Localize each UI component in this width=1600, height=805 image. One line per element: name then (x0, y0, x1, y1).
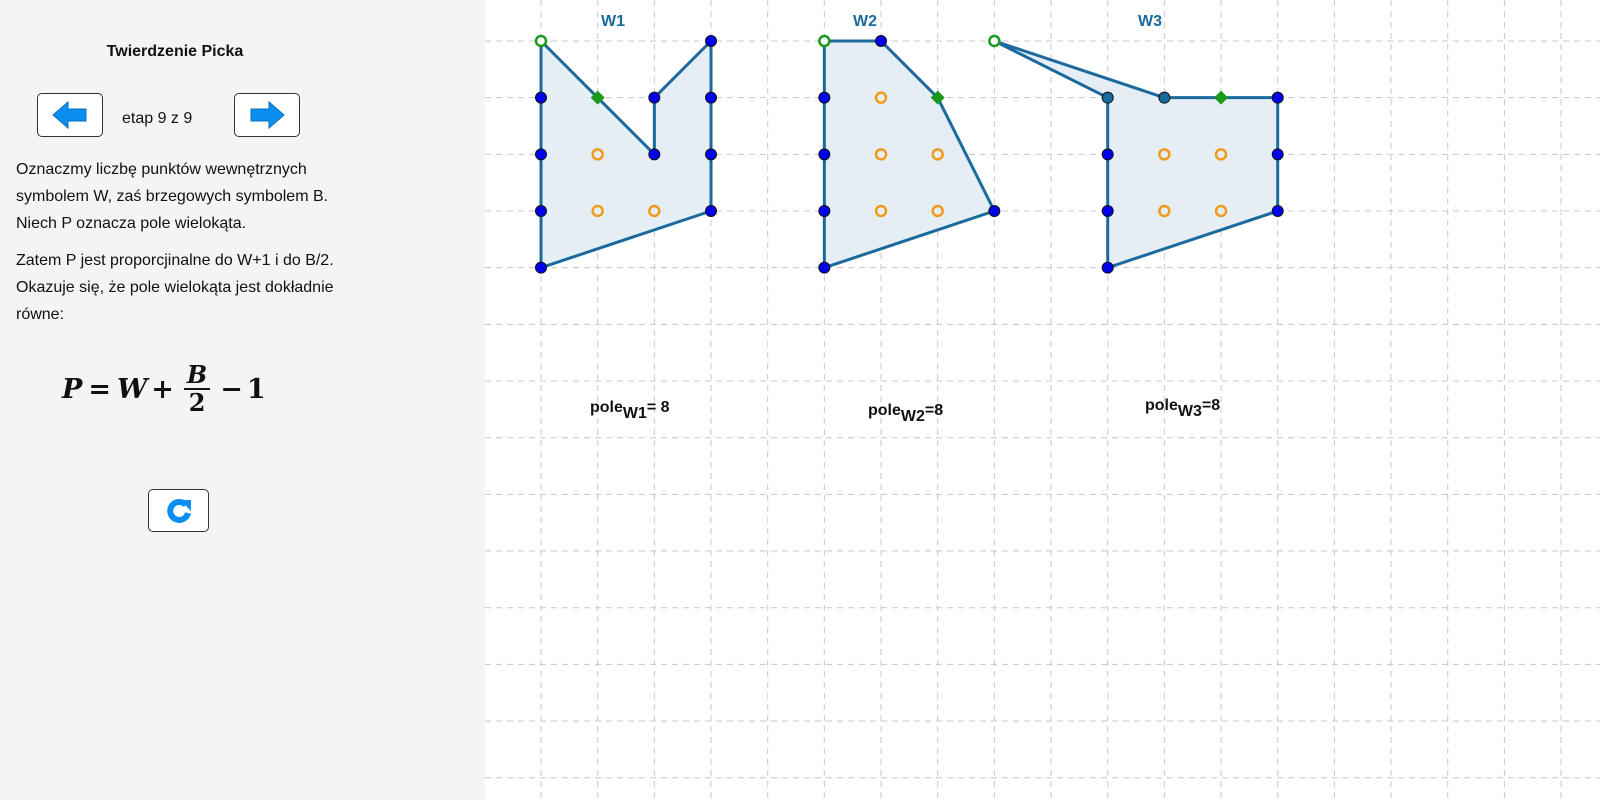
boundary-point[interactable] (1101, 148, 1114, 161)
formula-eq: = (88, 373, 111, 405)
boundary-point[interactable] (705, 205, 718, 218)
boundary-point[interactable] (818, 261, 831, 274)
boundary-point[interactable] (1101, 205, 1114, 218)
boundary-point[interactable] (705, 91, 718, 104)
formula-2: 2 (188, 388, 206, 417)
formula-minus: − (220, 373, 243, 405)
geometry-canvas[interactable]: W1 poleW1= 8 W2 poleW2=8 W3 poleW3=8 (485, 0, 1600, 800)
polygon-title[interactable]: W2 (853, 13, 877, 30)
boundary-point[interactable] (818, 205, 831, 218)
diamond-point[interactable] (930, 90, 945, 105)
boundary-point[interactable] (818, 91, 831, 104)
text-line: Okazuje się, że pole wielokąta jest dokł… (16, 279, 334, 296)
interior-point[interactable] (648, 204, 661, 218)
formula-b: B (183, 362, 211, 390)
boundary-point[interactable] (705, 148, 718, 161)
diamond-point[interactable] (590, 90, 605, 105)
boundary-point[interactable] (535, 148, 547, 161)
formula-w: W (116, 373, 148, 405)
text-line: symbolem W, zaś brzegowych symbolem B. (16, 188, 329, 205)
interior-point[interactable] (931, 148, 944, 161)
diamond-point[interactable] (1214, 90, 1229, 105)
interior-point[interactable] (874, 204, 888, 218)
interior-point[interactable] (874, 148, 888, 161)
boundary-point[interactable] (818, 148, 831, 161)
formula-one: 1 (246, 373, 266, 405)
stage-indicator: etap 9 z 9 (122, 110, 193, 127)
boundary-point[interactable] (1271, 205, 1284, 218)
boundary-point[interactable] (1271, 148, 1284, 161)
formula-plus: + (151, 373, 174, 405)
control-panel: Twierdzenie Picka etap 9 z 9 Oznaczmy li… (0, 0, 485, 800)
boundary-point[interactable] (875, 35, 888, 47)
text-line: równe: (16, 306, 65, 323)
interior-point[interactable] (874, 91, 888, 104)
interior-point[interactable] (931, 204, 944, 218)
arrow-right-icon (250, 100, 285, 130)
polygon-w1[interactable] (539, 39, 713, 270)
polygon-title[interactable]: W1 (601, 13, 625, 30)
page-title: Twierdzenie Picka (106, 43, 244, 60)
area-label: poleW1= 8 (590, 399, 670, 422)
reset-button[interactable] (148, 489, 209, 532)
interior-point[interactable] (1214, 204, 1228, 218)
arrow-left-icon (52, 100, 87, 130)
start-point[interactable] (818, 34, 831, 48)
boundary-point[interactable] (1101, 91, 1114, 104)
area-label: poleW2=8 (868, 402, 943, 425)
polygon-w2[interactable] (822, 39, 996, 270)
boundary-point[interactable] (988, 205, 1001, 218)
area-label: poleW3=8 (1145, 397, 1220, 420)
boundary-point[interactable] (705, 35, 718, 47)
pick-formula: P = W + B 2 − 1 (62, 362, 266, 416)
next-step-button[interactable] (234, 93, 300, 137)
text-line: Oznaczmy liczbę punktów wewnętrznych (16, 161, 307, 178)
boundary-point[interactable] (1271, 91, 1284, 104)
grid-canvas[interactable]: W1 poleW1= 8 W2 poleW2=8 W3 poleW3=8 (485, 0, 1600, 800)
prev-step-button[interactable] (37, 93, 103, 137)
text-line: Zatem P jest proporcjinalne do W+1 i do … (16, 252, 334, 269)
interior-point[interactable] (591, 204, 604, 218)
start-point[interactable] (534, 34, 548, 48)
boundary-point[interactable] (535, 91, 547, 104)
interior-point[interactable] (591, 148, 604, 161)
text-line: Niech P oznacza pole wielokąta. (16, 215, 247, 232)
interior-point[interactable] (1158, 204, 1171, 218)
boundary-point[interactable] (535, 205, 547, 218)
polygon-title[interactable]: W3 (1138, 13, 1162, 30)
formula-p: P (62, 373, 83, 405)
boundary-point[interactable] (1101, 261, 1114, 274)
refresh-icon (166, 498, 191, 523)
interior-point[interactable] (1214, 148, 1228, 161)
definition-text: Oznaczmy liczbę punktów wewnętrznych sym… (16, 156, 396, 237)
boundary-point[interactable] (1158, 91, 1171, 104)
boundary-point[interactable] (535, 261, 547, 274)
start-point[interactable] (988, 34, 1001, 48)
boundary-point[interactable] (648, 91, 661, 104)
conclusion-text: Zatem P jest proporcjinalne do W+1 i do … (16, 247, 396, 328)
interior-point[interactable] (1158, 148, 1171, 161)
formula-fraction: B 2 (183, 362, 211, 417)
boundary-point[interactable] (648, 148, 661, 161)
